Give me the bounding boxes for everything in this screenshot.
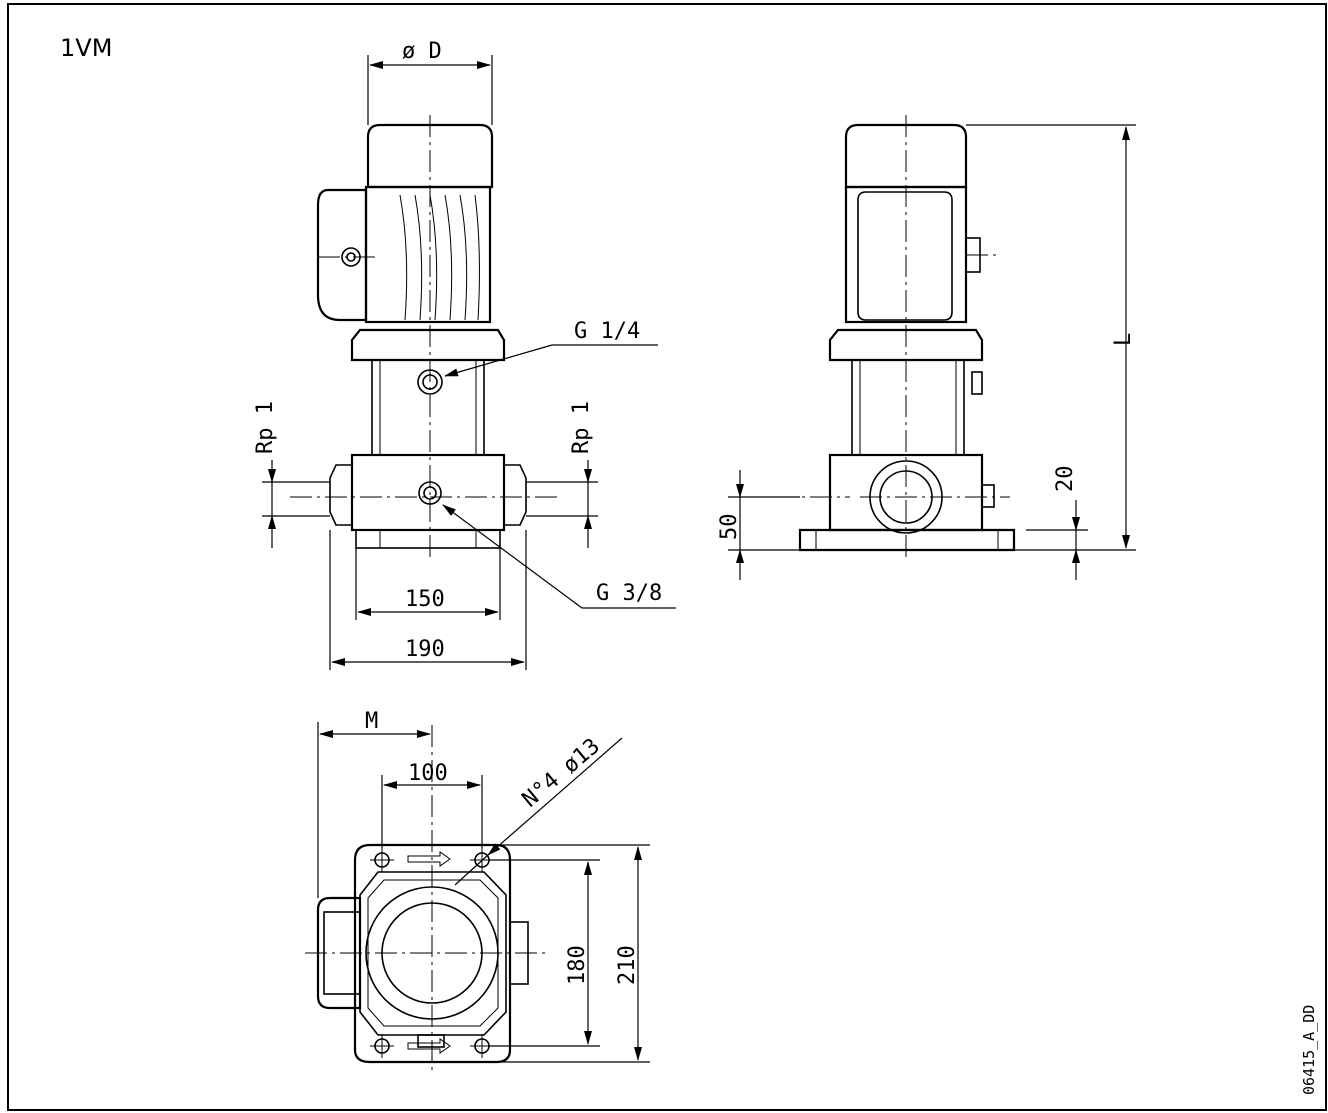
hole-spacing-y-label: 180 [565,945,590,985]
top-port-label: G 1/4 [574,319,640,344]
overall-length-label: L [1111,333,1136,346]
drawing-code: 06415_A_DD [1300,1005,1318,1095]
base-inner-width: 150 [405,587,445,612]
inlet-label: Rp 1 [253,401,278,454]
base-thickness-label: 20 [1053,466,1078,493]
drawing-title: 1VM [60,34,112,62]
drawing-frame [7,3,1327,1111]
front-view: ø D G 1/4 G 3/8 Rp 1 Rp 1 150 190 [253,39,676,670]
hole-spacing-x-label: 100 [408,761,448,786]
offset-label: M [365,709,378,734]
base-depth-label: 210 [615,945,640,985]
drain-port-label: G 3/8 [596,581,662,606]
holes-label: N°4 ø13 [518,734,605,813]
base-outer-width: 190 [405,637,445,662]
top-view: M 100 N°4 ø13 180 210 [305,709,650,1075]
motor-diameter-label: ø D [402,39,442,64]
suction-height-label: 50 [717,514,742,541]
side-view: L 50 20 [717,115,1136,580]
outlet-label: Rp 1 [569,401,594,454]
